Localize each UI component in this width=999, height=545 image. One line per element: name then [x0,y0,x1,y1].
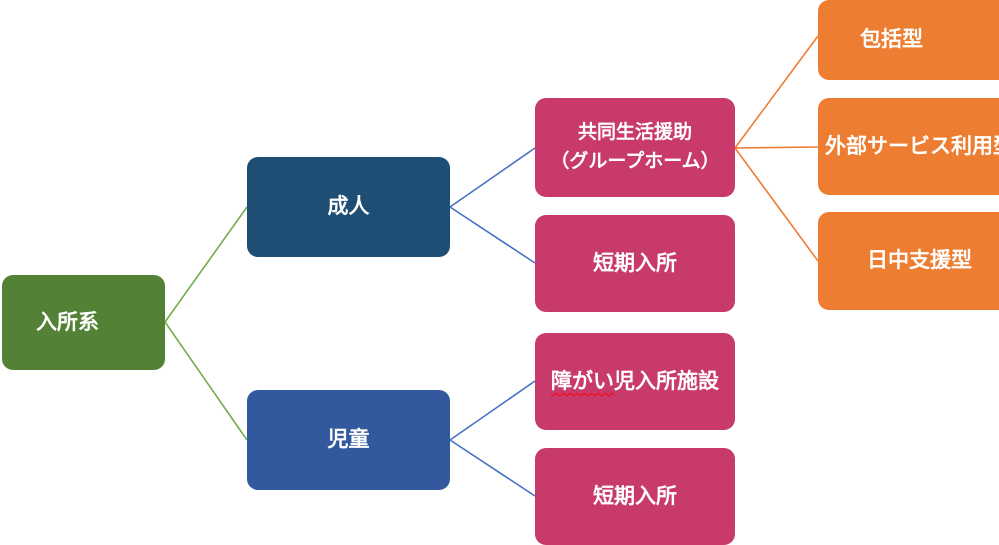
node-short-stay-children: 短期入所 [535,448,735,545]
node-daytime-support-type: 日中支援型 [818,212,999,310]
node-label-rest: 児入所施設 [614,369,719,393]
node-label: 外部サービス利用型 [825,134,999,158]
connector-group-home-to-comprehensive [734,35,819,149]
node-group-home: 共同生活援助 （グループホーム） [535,98,735,197]
node-label: 短期入所 [593,251,677,275]
node-comprehensive-type: 包括型 [818,0,999,80]
connector-adult-to-short-stay [449,206,536,264]
node-label: 短期入所 [593,484,677,508]
node-admission-category: 入所系 [2,275,165,370]
spellcheck-underlined-text: 障がい [551,369,614,393]
node-label-line2: （グループホーム） [550,150,720,172]
node-label: 入所系 [36,310,99,334]
node-label: 障がい児入所施設 [551,366,719,398]
node-children: 児童 [247,390,450,490]
connector-group-home-to-external-service [734,146,819,149]
node-external-service-type: 外部サービス利用型 [818,98,999,195]
connector-root-to-adult [164,206,248,323]
node-short-stay-adult: 短期入所 [535,215,735,312]
connector-children-to-short-stay [449,439,536,497]
node-adult: 成人 [247,157,450,257]
node-disabled-children-facility: 障がい児入所施設 [535,333,735,430]
node-label: 児童 [327,428,370,452]
connector-children-to-facility [449,380,536,441]
node-label-line1: 共同生活援助 [577,122,692,143]
node-label: 日中支援型 [867,249,972,273]
node-label: 成人 [327,195,370,219]
node-label: 包括型 [860,28,923,52]
connector-group-home-to-daytime-support [734,147,819,262]
connector-adult-to-group-home [449,147,536,208]
connector-root-to-children [164,321,248,441]
